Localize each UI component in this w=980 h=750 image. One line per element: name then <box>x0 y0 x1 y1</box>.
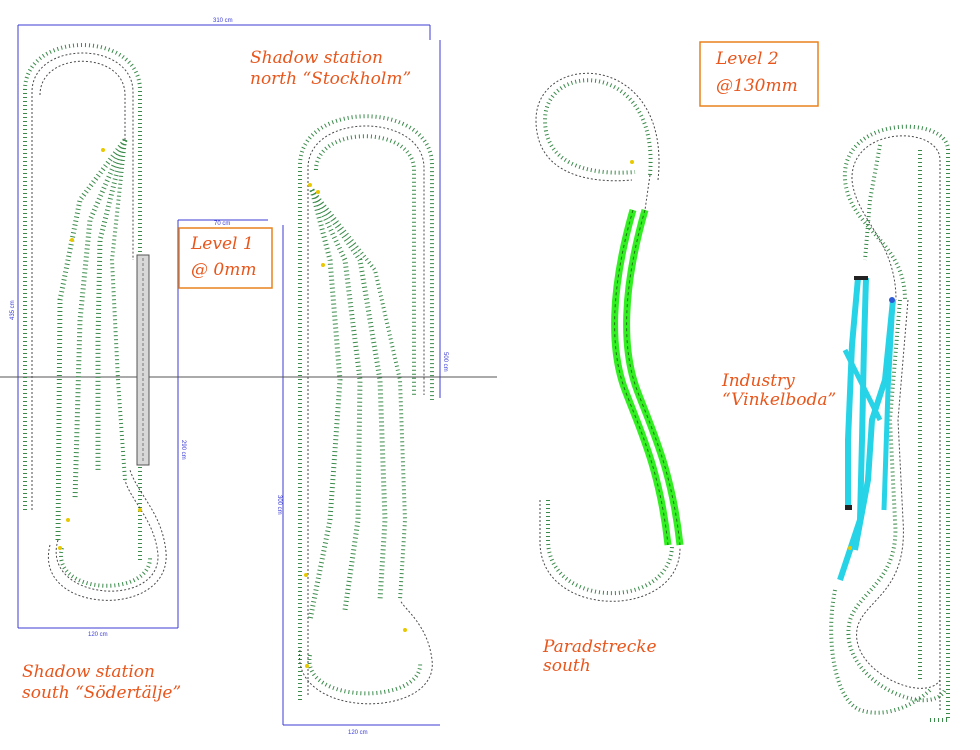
dim-top-width: 310 cm <box>213 18 233 24</box>
track-paradstrecke <box>535 72 684 602</box>
shadow-north-line1: Shadow station <box>250 48 383 68</box>
track-shadow-south <box>23 43 167 601</box>
level1-title: Level 1 <box>190 234 254 254</box>
dim-height-300: 300 cm <box>276 495 282 515</box>
shadow-south-line1: Shadow station <box>22 662 155 682</box>
level1-box <box>178 227 273 289</box>
track-shadow-north <box>298 114 434 705</box>
level1-height: @ 0mm <box>191 260 256 280</box>
dim-height-500: 500 cm <box>442 352 448 372</box>
shadow-south-line2: south “Södertälje” <box>22 683 181 703</box>
level2-title: Level 2 <box>715 49 779 69</box>
dim-bottom-120-b: 120 cm <box>348 730 368 736</box>
level2-box <box>699 41 819 107</box>
paradstrecke-line1: Paradstrecke <box>542 637 657 657</box>
paradstrecke-line2: south <box>543 656 591 676</box>
dimension-labels: 310 cm 435 cm 70 cm 290 cm 300 cm 500 cm… <box>10 18 448 736</box>
industry-line2: “Vinkelboda” <box>722 390 836 410</box>
dimension-lines <box>17 24 441 726</box>
industry-line1: Industry <box>721 371 795 391</box>
dim-left-height: 435 cm <box>10 300 16 320</box>
dim-bottom-120-a: 120 cm <box>88 632 108 638</box>
track-industry <box>829 124 950 722</box>
dim-width-70: 70 cm <box>214 221 230 227</box>
level2-height: @130mm <box>716 76 798 96</box>
shadow-north-line2: north “Stockholm” <box>250 69 411 89</box>
dim-height-290: 290 cm <box>180 440 186 460</box>
